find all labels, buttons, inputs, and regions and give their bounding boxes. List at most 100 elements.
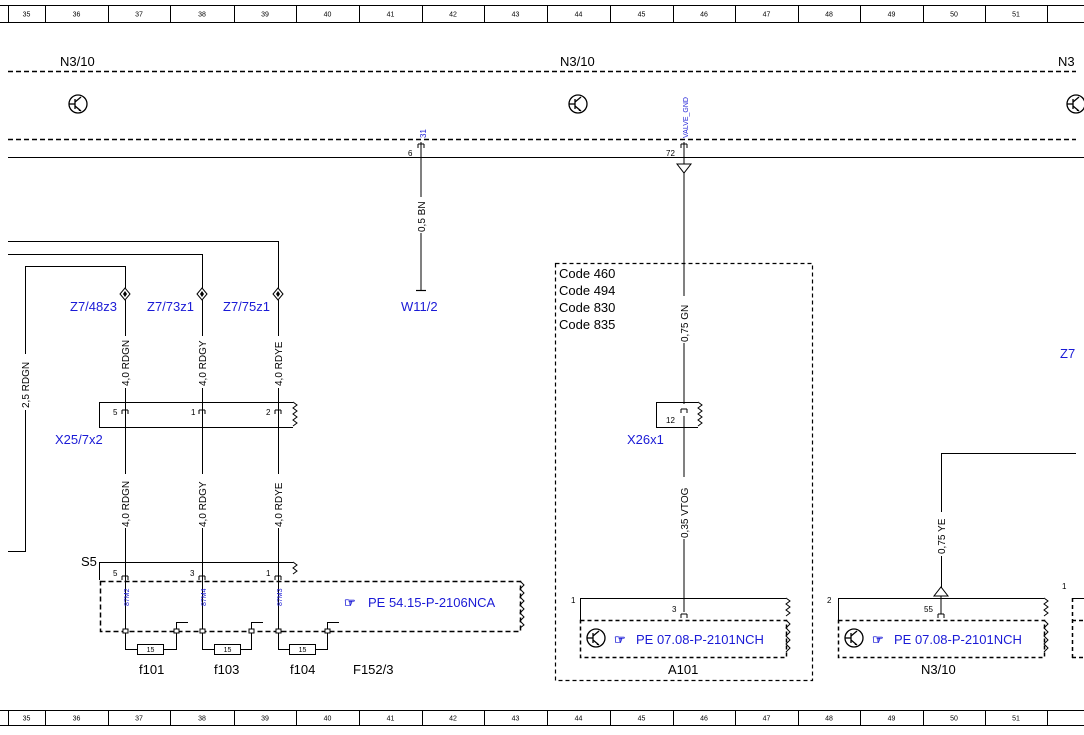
fuse-rating-f103: 15	[224, 647, 232, 654]
connector-x25-7x2: 5 1 2 X25/7x2	[55, 401, 298, 447]
wire-label-ye: 0,75 YE	[937, 518, 948, 554]
pin-number-72: 72	[666, 149, 675, 158]
ruler-bottom-cell-50: 50	[950, 716, 958, 723]
ruler-top-cell-44: 44	[575, 12, 583, 19]
ruler-bottom-cell-35: 35	[23, 716, 31, 723]
wire-label-gn: 0,75 GN	[680, 305, 691, 342]
pin-name-87m3: 87M3	[277, 588, 284, 606]
ruler-top-cell-45: 45	[638, 12, 646, 19]
ruler-bottom-cell-45: 45	[638, 716, 646, 723]
hand-pointer-icon[interactable]: ☞	[872, 632, 884, 647]
ruler-top-cell-42: 42	[449, 12, 457, 19]
pin-number-1: 1	[266, 569, 271, 578]
component-right-edge: 1 Z7	[1060, 346, 1084, 659]
transistor-icon	[586, 628, 606, 648]
pin-number-55: 55	[924, 605, 933, 614]
connector-label-x26x1: X26x1	[627, 432, 664, 447]
left-feed-wires: 2,5 RDGN	[8, 241, 279, 552]
hand-pointer-icon[interactable]: ☞	[344, 595, 356, 610]
code-835: Code 835	[559, 317, 615, 332]
pin-number-5: 5	[113, 569, 118, 578]
right-position: 1	[1062, 582, 1067, 591]
ruler-bottom-cell-40: 40	[324, 716, 332, 723]
wire-label-rdgn-bot: 4,0 RDGN	[121, 481, 132, 527]
module-label-left: N3/10	[60, 54, 95, 69]
pin-31: 31 6 0,5 BN W11/2	[401, 129, 438, 314]
transistor-icon	[844, 628, 864, 648]
module-label-right: N3	[1058, 54, 1075, 69]
connector-label-z7-75z1: Z7/75z1	[223, 299, 270, 314]
pin-number-3: 3	[672, 605, 677, 614]
ruler-bottom-cell-44: 44	[575, 716, 583, 723]
pin-name-31: 31	[419, 129, 428, 138]
transistor-icon	[68, 94, 88, 114]
pin-name-87m4: 87M4	[201, 588, 208, 606]
wire-label-rdgn-left: 2,5 RDGN	[21, 362, 32, 408]
hand-pointer-icon[interactable]: ☞	[614, 632, 626, 647]
connector-label-z7-73z1: Z7/73z1	[147, 299, 194, 314]
a101-position: 1	[571, 596, 576, 605]
fuse-label-f104: f104	[290, 662, 315, 677]
ruler-bottom-cell-43: 43	[512, 716, 520, 723]
ref-link-f152[interactable]: PE 54.15-P-2106NCA	[368, 595, 496, 610]
ruler-bottom-cell-36: 36	[73, 716, 81, 723]
ruler-bottom-cell-38: 38	[198, 716, 206, 723]
code-830: Code 830	[559, 300, 615, 315]
wire-label-rdgy-bot: 4,0 RDGY	[198, 481, 209, 527]
ruler-top-cell-40: 40	[324, 12, 332, 19]
code-494: Code 494	[559, 283, 615, 298]
wire-label-rdgn-top: 4,0 RDGN	[121, 340, 132, 386]
connector-label-x25-7x2: X25/7x2	[55, 432, 103, 447]
ruler-bottom-cell-49: 49	[888, 716, 896, 723]
code-460: Code 460	[559, 266, 615, 281]
wire-label-vtog: 0,35 VTOG	[680, 487, 691, 538]
ground-w11-2: W11/2	[401, 299, 438, 314]
z7-connectors: Z7/48z3 Z7/73z1 Z7/75z1	[70, 287, 284, 314]
ruler-top-cell-46: 46	[700, 12, 708, 19]
wire-label-rdye-top: 4,0 RDYE	[274, 341, 285, 386]
module-band: N3/10 N3/10 N3	[8, 54, 1084, 158]
transistor-icon	[568, 94, 588, 114]
fuse-block-label: F152/3	[353, 662, 393, 677]
ruler-bottom-cell-42: 42	[449, 716, 457, 723]
fuse-label-f103: f103	[214, 662, 239, 677]
n310-position: 2	[827, 596, 832, 605]
ruler-bottom-cell-48: 48	[825, 716, 833, 723]
ruler-top-cell-48: 48	[825, 12, 833, 19]
fuse-rating-f104: 15	[299, 647, 307, 654]
pin-name-87m2: 87M2	[124, 588, 131, 606]
ruler-top-cell-35: 35	[23, 12, 31, 19]
ruler-top-cell-36: 36	[73, 12, 81, 19]
pin-number-12: 12	[666, 416, 675, 425]
fuse-rating-f101: 15	[147, 647, 155, 654]
ruler-top-cell-47: 47	[763, 12, 771, 19]
component-a101: 1 3 ☞ PE 07.08-P-2101NCH A101	[571, 596, 791, 677]
wire-label-rdye-bot: 4,0 RDYE	[274, 482, 285, 527]
power-wires: 4,0 RDGN 4,0 RDGY 4,0 RDYE 4,0 RDGN 4,0 …	[120, 300, 285, 632]
module-label-center: N3/10	[560, 54, 595, 69]
ruler-top-cell-49: 49	[888, 12, 896, 19]
ruler-bottom-cell-37: 37	[135, 716, 143, 723]
pin-number-1: 1	[191, 408, 196, 417]
ruler-top-cell-51: 51	[1012, 12, 1020, 19]
ref-link-a101[interactable]: PE 07.08-P-2101NCH	[636, 632, 764, 647]
fuse-label-f101: f101	[139, 662, 164, 677]
ruler-bottom-cell-41: 41	[387, 716, 395, 723]
component-label-n3-10: N3/10	[921, 662, 956, 677]
ruler-bottom-cell-51: 51	[1012, 716, 1020, 723]
pin-valve-gnd: VALVE_GND 72 0,75 GN	[666, 97, 693, 404]
connector-x26x1: 12 X26x1 0,35 VTOG	[627, 401, 703, 612]
wire-label-rdgy-top: 4,0 RDGY	[198, 340, 209, 386]
ruler-top-cell-50: 50	[950, 12, 958, 19]
connector-label-z7-48z3: Z7/48z3	[70, 299, 117, 314]
pin-number-3: 3	[190, 569, 195, 578]
ruler-top-cell-37: 37	[135, 12, 143, 19]
splice-s5: S5 5 3 1	[81, 554, 298, 580]
wire-label-bn: 0,5 BN	[417, 201, 428, 232]
splice-label-s5: S5	[81, 554, 97, 569]
fuse-box-f152-3: 87M2 87M4 87M3 ☞ PE 54.15-P-2106NCA 15 f…	[99, 580, 525, 677]
ref-link-n310[interactable]: PE 07.08-P-2101NCH	[894, 632, 1022, 647]
